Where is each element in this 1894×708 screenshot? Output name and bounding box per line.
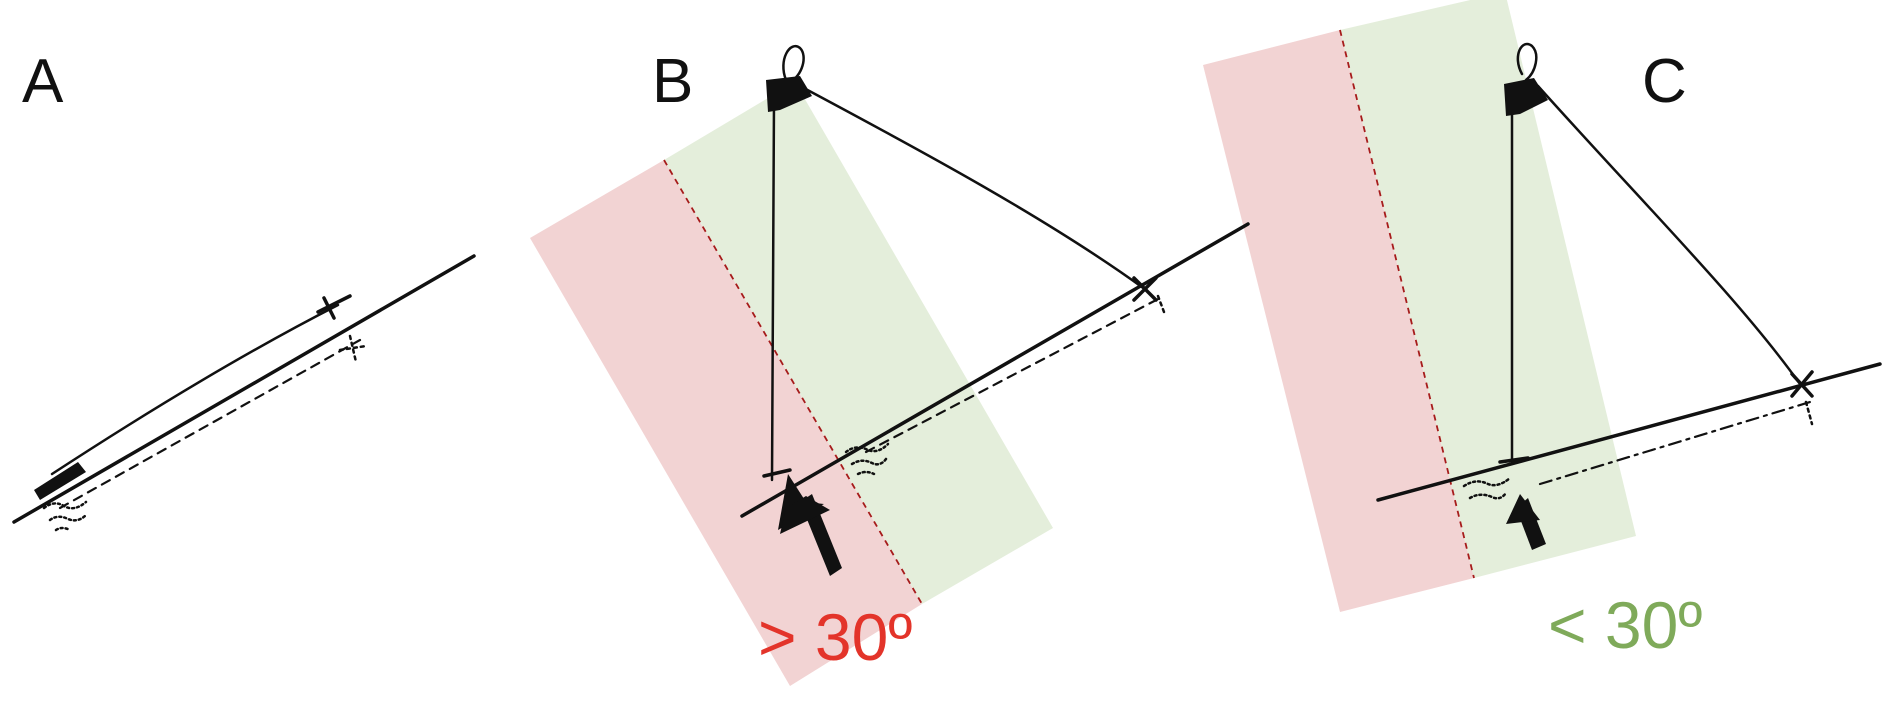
panel-c-slope-line (1376, 362, 1882, 502)
panel-b-fracture-dashed (864, 296, 1162, 454)
panel-a-drawing (12, 254, 476, 532)
panel-b-safe-zone (664, 82, 1053, 604)
panel-c-fracture-mark (1804, 400, 1814, 426)
panel-b-arrow-icon (778, 474, 842, 576)
panel-b-person-icon (766, 45, 812, 112)
panel-b-rope-diagonal (798, 84, 1148, 292)
panel-b-slope-line (740, 222, 1250, 518)
panel-c-angle-label: < 30º (1548, 588, 1702, 662)
panel-b-zones (530, 82, 1053, 686)
panel-b-rope-vertical (770, 98, 776, 482)
panel-b-drawing (740, 45, 1250, 576)
panel-c-zones (1203, 0, 1636, 612)
panel-a-debris (42, 500, 88, 532)
panel-c-fracture-dashed (1538, 400, 1812, 486)
panel-c-safe-zone (1340, 0, 1636, 578)
panel-a-track-line (50, 303, 340, 476)
panel-c-danger-zone (1203, 30, 1474, 612)
panel-b-boundary-line (663, 159, 923, 605)
panel-a-letter: A (22, 47, 64, 116)
panel-c-anchor-x (1790, 370, 1814, 398)
panel-c-debris (1462, 476, 1512, 500)
panel-a-fracture-dashed (58, 338, 362, 510)
panel-c-drawing (1376, 42, 1882, 550)
panel-c-arrow-icon (1506, 494, 1546, 550)
panel-a-fracture-mark (338, 334, 368, 364)
panel-c-rope-diagonal (1536, 84, 1802, 386)
panel-c-anchor-base (1498, 456, 1530, 464)
panel-c-person-icon (1504, 42, 1548, 116)
panel-b-angle-label: > 30º (758, 600, 912, 674)
panel-b-debris (844, 442, 890, 476)
panel-b-anchor-x (1132, 276, 1158, 302)
panel-c-letter: C (1642, 47, 1687, 116)
panel-a-skier-body (34, 462, 86, 500)
panel-a-cross-tick (316, 294, 352, 320)
panel-b-fracture-mark (1156, 294, 1166, 314)
panel-b-anchor-tick (762, 468, 792, 478)
panel-a-slope-line (12, 254, 476, 524)
panel-b-letter: B (652, 47, 693, 116)
